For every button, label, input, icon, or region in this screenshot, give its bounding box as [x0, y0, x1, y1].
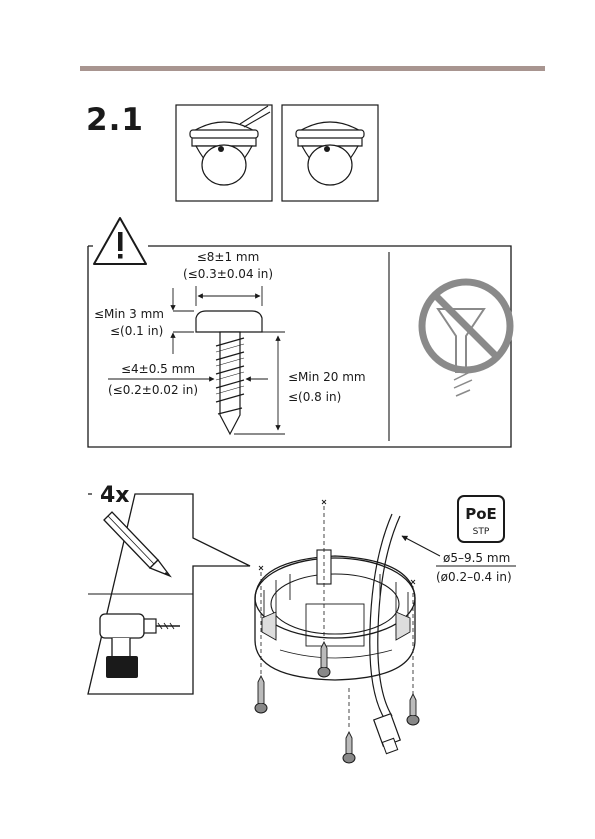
cable-pointer-arrow — [402, 536, 440, 556]
screw-requirements-panel — [88, 246, 511, 447]
camera-thumbnail — [282, 105, 378, 201]
screw-length-inch-label: ≤(0.8 in) — [288, 390, 341, 404]
head-height-label: ≤Min 3 mm — [94, 307, 164, 321]
stp-label: STP — [473, 527, 490, 537]
screw-length-label: ≤Min 20 mm — [288, 370, 366, 384]
camera-with-cable-thumbnail — [176, 105, 272, 201]
mounting-bracket-drawing — [255, 550, 415, 680]
head-height-inch-label: ≤(0.1 in) — [110, 324, 163, 338]
mounting-screw — [407, 694, 419, 725]
cable-diameter-inch-label: (ø0.2–0.4 in) — [436, 570, 512, 584]
warning-icon — [94, 218, 146, 264]
mounting-screw — [255, 676, 267, 713]
thread-diameter-label: ≤4±0.5 mm — [121, 362, 195, 376]
quantity-label: 4x — [100, 483, 130, 508]
prohibited-screw-icon — [422, 282, 510, 396]
head-size-inch-label: (≤0.3±0.04 in) — [183, 267, 273, 281]
head-size-label: ≤8±1 mm — [197, 250, 260, 264]
pencil-icon — [104, 512, 170, 576]
drill-icon — [100, 614, 180, 678]
mounting-screw — [343, 732, 355, 763]
thread-diameter-inch-label: (≤0.2±0.02 in) — [108, 383, 198, 397]
cable-diameter-label: ø5–9.5 mm — [443, 551, 510, 565]
poe-label: PoE — [465, 505, 497, 523]
